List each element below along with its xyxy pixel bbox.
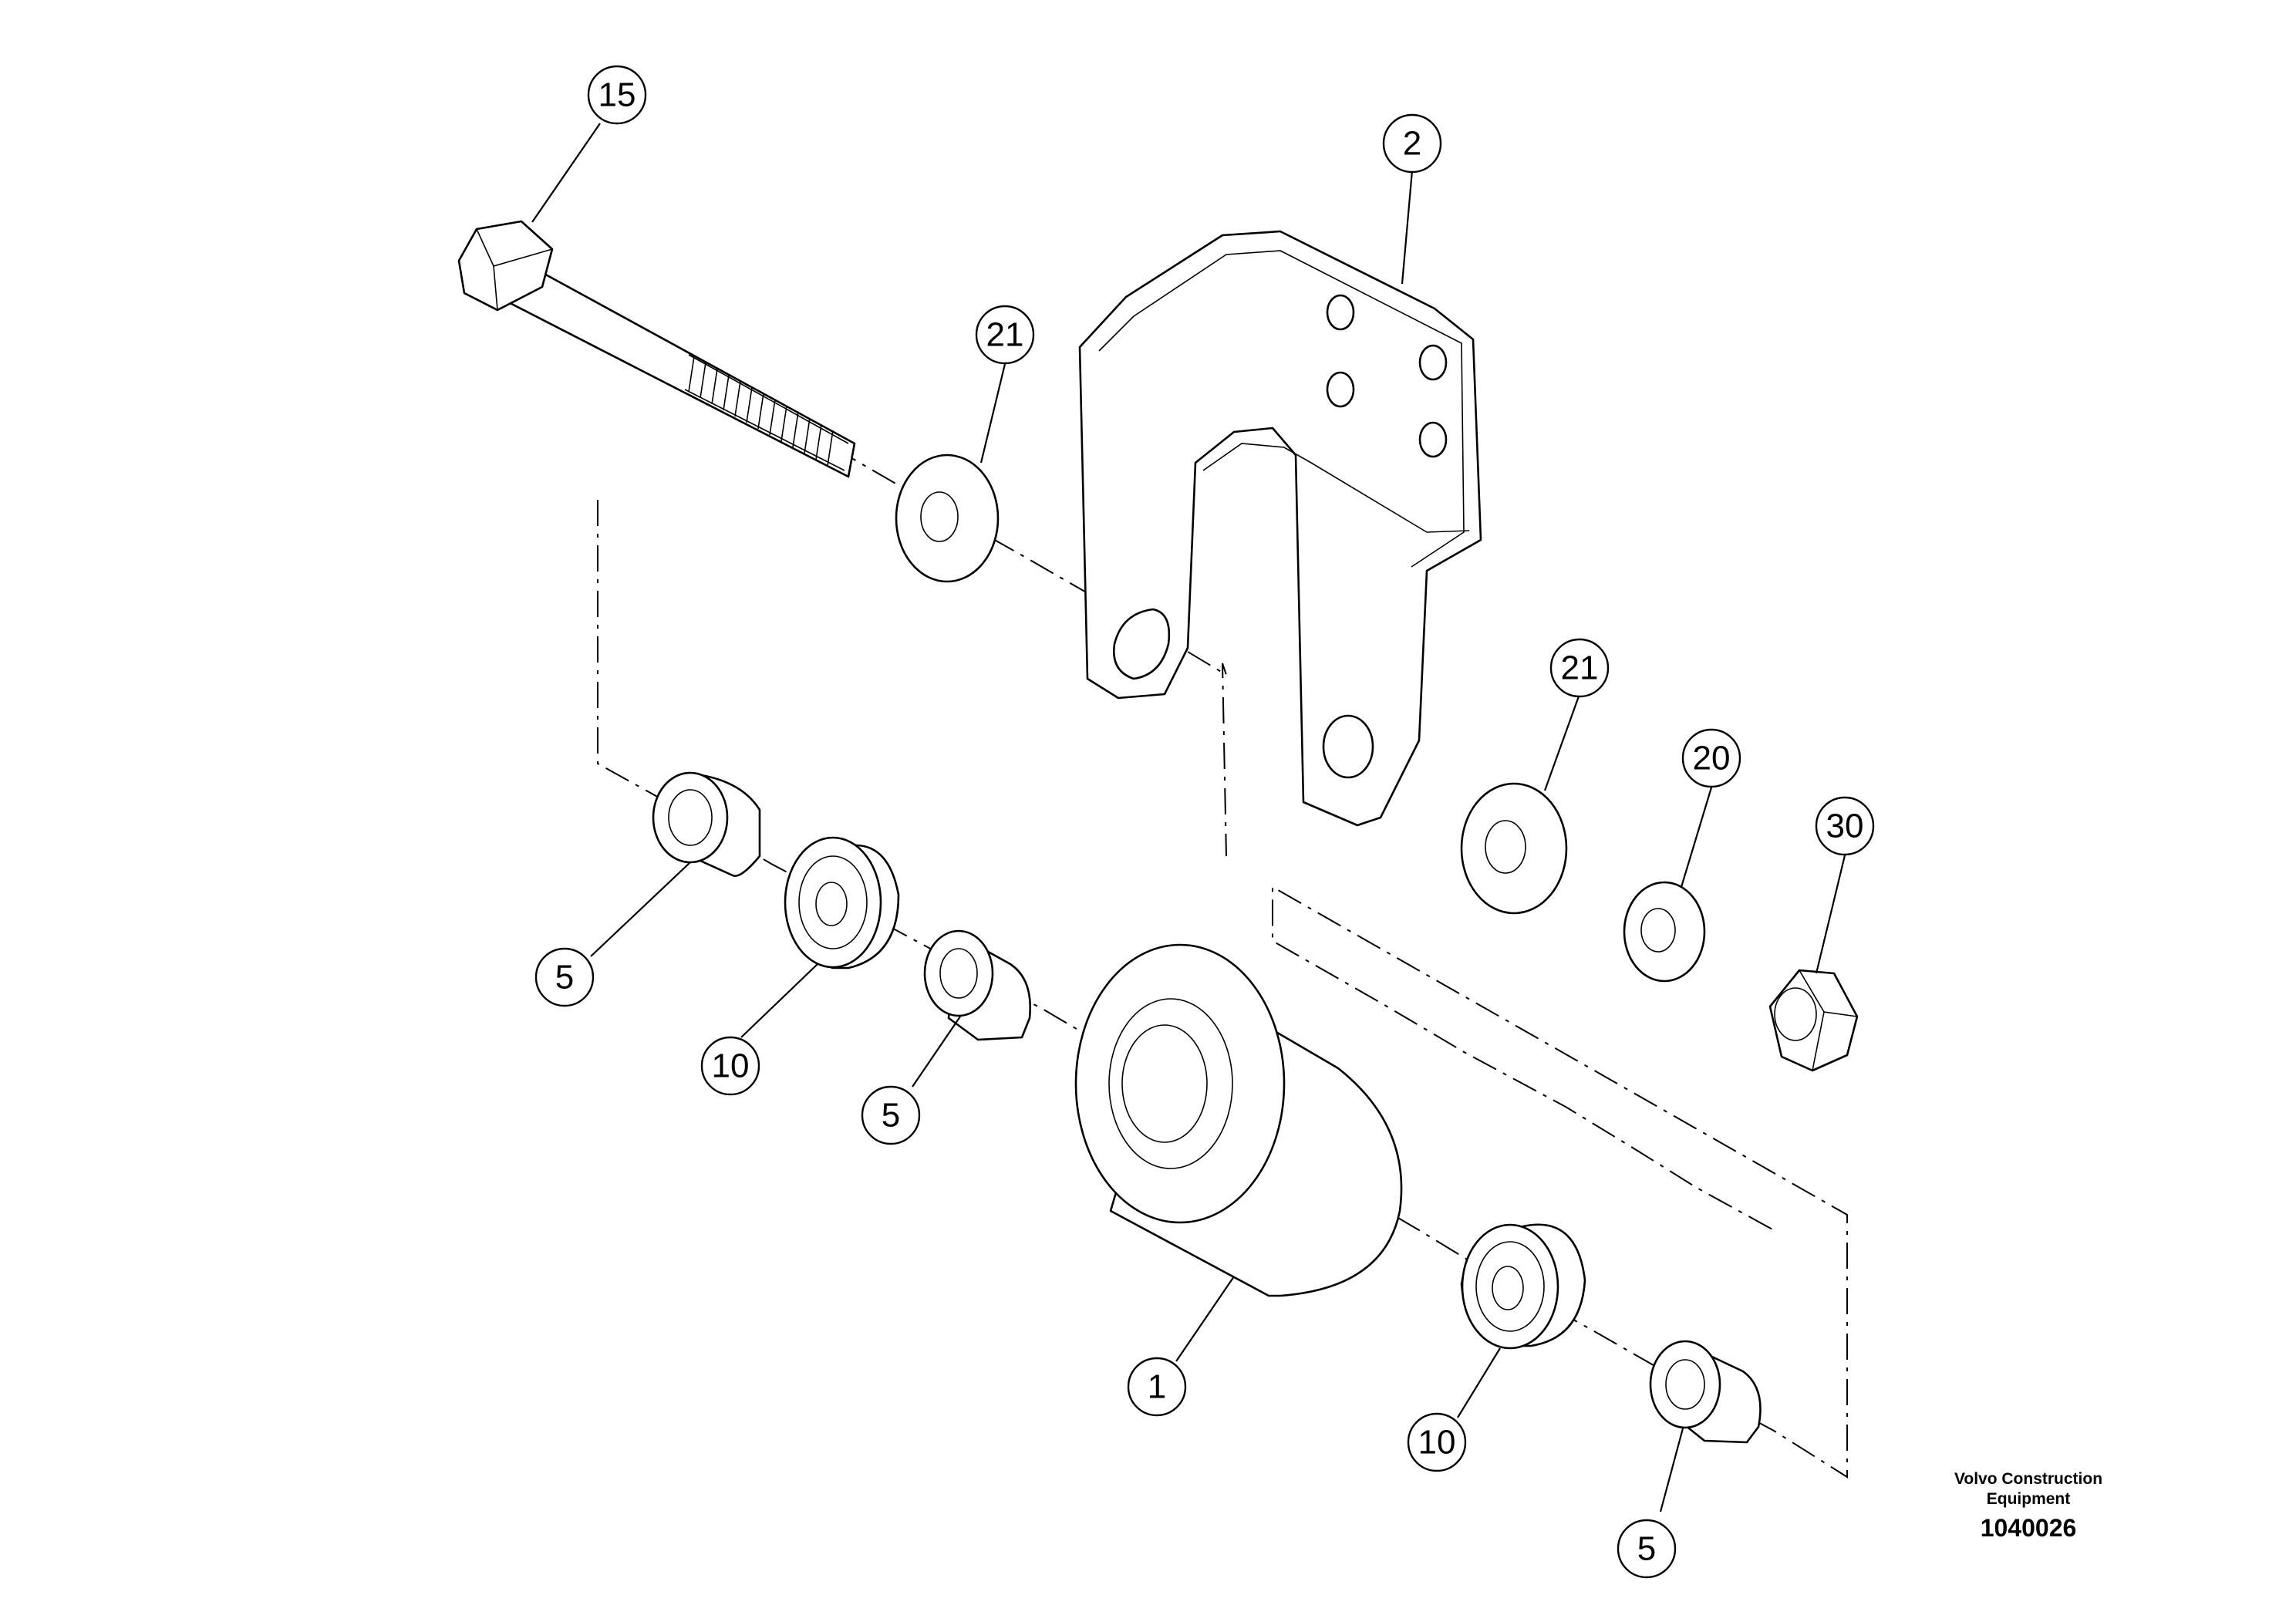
callout-20: 20 bbox=[1681, 728, 1741, 788]
callout-5-a-label: 5 bbox=[555, 959, 574, 996]
spacer-part-5-b bbox=[923, 929, 1031, 1041]
spacer-part-5-a bbox=[652, 771, 761, 877]
callout-2: 2 bbox=[1382, 113, 1442, 174]
callout-10-b-label: 10 bbox=[1418, 1424, 1456, 1462]
callout-20-label: 20 bbox=[1693, 740, 1731, 777]
callout-21-lower: 21 bbox=[1549, 638, 1610, 698]
callout-2-label: 2 bbox=[1403, 125, 1421, 163]
callout-1-label: 1 bbox=[1148, 1368, 1166, 1406]
bolt-part-15 bbox=[457, 220, 856, 478]
bracket-part-2 bbox=[1078, 230, 1482, 827]
roller-part-1 bbox=[1074, 943, 1403, 1297]
callout-5-c-label: 5 bbox=[1637, 1530, 1656, 1568]
callout-15: 15 bbox=[587, 65, 647, 125]
callout-21-upper: 21 bbox=[975, 305, 1035, 365]
callout-21-lower-label: 21 bbox=[1561, 649, 1599, 687]
bolt-thread bbox=[688, 356, 834, 467]
document-number: 1040026 bbox=[1980, 1514, 2077, 1542]
callout-5-a: 5 bbox=[534, 947, 595, 1007]
nut-part-30 bbox=[1768, 969, 1859, 1072]
callout-5-b-label: 5 bbox=[882, 1097, 900, 1135]
callout-15-label: 15 bbox=[598, 76, 636, 114]
callout-10-a-label: 10 bbox=[712, 1047, 750, 1085]
washer-part-21-lower bbox=[1460, 782, 1568, 915]
leader-lines bbox=[531, 123, 1846, 1512]
washer-part-21-upper bbox=[895, 454, 1000, 583]
washer-part-20 bbox=[1623, 881, 1706, 983]
callout-21-upper-label: 21 bbox=[986, 316, 1024, 354]
callout-30: 30 bbox=[1815, 796, 1875, 856]
brand-line-1: Volvo Construction bbox=[1954, 1470, 2103, 1488]
callout-10-b: 10 bbox=[1407, 1412, 1467, 1472]
callout-30-label: 30 bbox=[1826, 808, 1864, 845]
callout-10-a: 10 bbox=[700, 1036, 760, 1096]
callout-5-b: 5 bbox=[861, 1085, 921, 1145]
brand-caption: Volvo Construction Equipment bbox=[1905, 1469, 2152, 1509]
bearing-part-10-b bbox=[1460, 1223, 1586, 1350]
callout-5-c: 5 bbox=[1617, 1519, 1677, 1579]
callout-1: 1 bbox=[1127, 1357, 1187, 1417]
brand-line-2: Equipment bbox=[1986, 1490, 2071, 1508]
bearing-part-10-a bbox=[784, 836, 900, 969]
spacer-part-5-c bbox=[1649, 1340, 1762, 1444]
